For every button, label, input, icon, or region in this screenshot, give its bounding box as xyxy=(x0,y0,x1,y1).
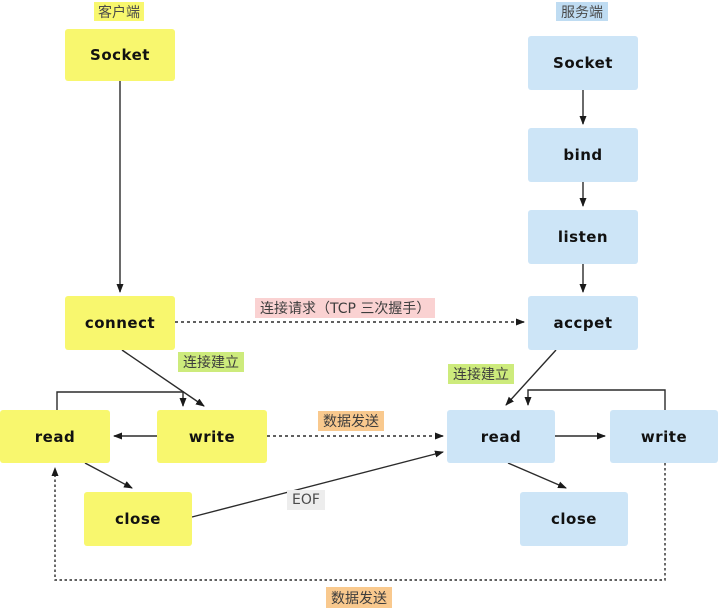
node-server-write: write xyxy=(610,410,718,463)
arrow-server-write-to-read-loop xyxy=(524,389,666,410)
arrow-server-read-to-close xyxy=(507,462,567,489)
arrow-client-read-to-close xyxy=(84,462,133,489)
node-client-connect: connect xyxy=(65,296,175,350)
arrow-client-read-to-write-loop xyxy=(56,391,187,410)
annotation-data-send-bottom: 数据发送 xyxy=(326,587,392,608)
node-client-close: close xyxy=(84,492,192,546)
node-server-read: read xyxy=(447,410,555,463)
arrow-client-close-to-server-read-eof xyxy=(191,450,444,518)
arrow-accept-to-server-read xyxy=(505,349,557,406)
node-server-accept: accpet xyxy=(528,296,638,350)
annotation-connection-established-server: 连接建立 xyxy=(448,364,514,384)
annotation-connection-established-client: 连接建立 xyxy=(178,352,244,372)
annotation-data-send-middle: 数据发送 xyxy=(318,411,384,431)
client-column-label: 客户端 xyxy=(94,2,144,21)
node-server-bind: bind xyxy=(528,128,638,182)
annotation-eof: EOF xyxy=(287,490,325,510)
node-server-close: close xyxy=(520,492,628,546)
server-column-label: 服务端 xyxy=(556,2,608,21)
node-server-socket: Socket xyxy=(528,36,638,90)
arrow-server-write-to-client-read-dashed xyxy=(51,463,666,581)
annotation-connection-request: 连接请求（TCP 三次握手） xyxy=(255,298,436,318)
node-server-listen: listen xyxy=(528,210,638,264)
arrow-connect-to-client-write xyxy=(121,349,205,407)
node-client-write: write xyxy=(157,410,267,463)
node-client-socket: Socket xyxy=(65,29,175,81)
node-client-read: read xyxy=(0,410,110,463)
